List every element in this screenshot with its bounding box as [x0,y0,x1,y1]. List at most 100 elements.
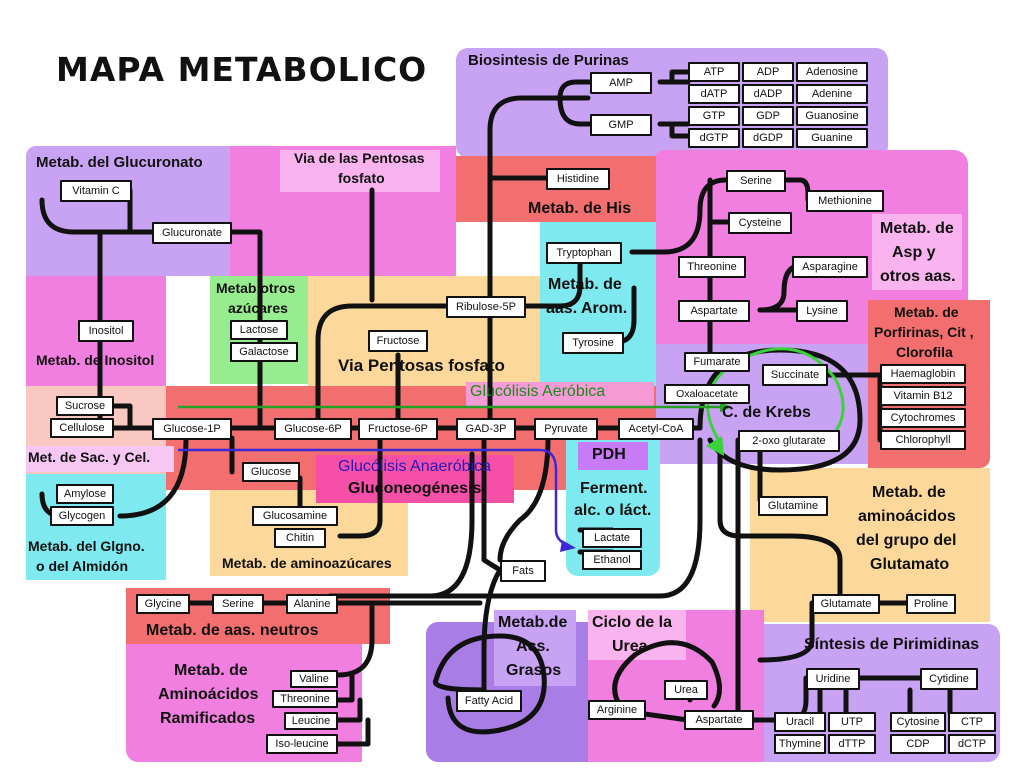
node-fructose-6p: Fructose-6P [358,418,438,440]
node-glucose: Glucose [242,462,300,482]
node-fatty-acid: Fatty Acid [456,690,522,712]
urea-label-1: Ciclo de la [592,614,673,631]
node-dadp: dADP [742,84,794,104]
node-lysine: Lysine [796,300,848,322]
node-dgtp: dGTP [688,128,740,148]
glutamato-label-2: aminoácidos [858,508,956,525]
node-atp: ATP [688,62,740,82]
page-title: MAPA METABOLICO [56,50,428,89]
node-fumarate: Fumarate [684,352,750,372]
acs-grasos-label-3: Grasos [506,662,562,679]
node-proline: Proline [906,594,956,614]
node-serine-bottom: Serine [212,594,264,614]
node-leucine: Leucine [284,712,338,730]
krebs-label: C. de Krebs [722,404,811,421]
node-ribulose: Ribulose-5P [446,296,526,318]
node-adp: ADP [742,62,794,82]
node-glycine: Glycine [136,594,190,614]
node-valine: Valine [290,670,338,688]
ramificados-label-3: Ramificados [160,710,256,727]
node-sucrose: Sucrose [56,396,114,416]
sac-cel-label: Met. de Sac. y Cel. [28,449,151,465]
urea-label-2: Urea [612,638,648,655]
node-asparagine: Asparagine [792,256,868,278]
asp-label-3: otros aas. [880,268,956,285]
node-fats: Fats [500,560,546,582]
purinas-label: Biosintesis de Purinas [468,52,629,69]
his-label: Metab. de His [528,200,632,217]
node-lactate: Lactate [582,528,642,548]
pirimidinas-label: Síntesis de Pirimidinas [804,636,980,653]
node-aspartate-top: Aspartate [678,300,750,322]
node-thymine: Thymine [774,734,826,754]
ramificados-label-1: Metab. de [174,662,248,679]
node-tryptophan: Tryptophan [546,242,622,264]
glucolisis-aerobica-highlight [466,382,654,406]
node-urea: Urea [664,680,708,700]
node-aspartate-bottom: Aspartate [684,710,754,730]
node-acetyl-coa: Acetyl-CoA [618,418,694,440]
node-guanosine: Guanosine [796,106,868,126]
node-gmp: GMP [590,114,652,136]
glucuronato-label: Metab. del Glucuronato [36,154,203,171]
node-cytochromes: Cytochromes [880,408,966,428]
node-glucose-6p: Glucose-6P [274,418,352,440]
node-gad-3p: GAD-3P [456,418,516,440]
porfirinas-label-2: Porfirinas, Cit , [874,324,974,340]
gluconeogenesis-highlight [316,455,514,503]
pentosas-top-label-1: Via de las Pentosas [294,150,425,166]
node-glucose-1p: Glucose-1P [152,418,232,440]
node-haemaglobin: Haemaglobin [880,364,966,384]
node-threonine-top: Threonine [678,256,746,278]
node-utp: UTP [828,712,876,732]
node-oxaloacetate: Oxaloacetate [664,384,750,404]
glucogeno-label-2: o del Almidón [36,558,129,574]
asp-highlight [872,214,962,290]
node-cellulose: Cellulose [50,418,114,438]
node-uracil: Uracil [774,712,826,732]
node-gdp: GDP [742,106,794,126]
node-dctp: dCTP [948,734,996,754]
node-ctp: CTP [948,712,996,732]
node-inositol: Inositol [78,320,134,342]
glutamato-label-3: del grupo del [856,532,957,549]
pdh-highlight [578,442,648,470]
node-amylose: Amylose [56,484,114,504]
node-glucuronate: Glucuronate [152,222,232,244]
node-uridine: Uridine [806,668,860,690]
node-galactose: Galactose [230,342,298,362]
node-cdp: CDP [890,734,946,754]
node-methionine: Methionine [806,190,884,212]
node-isoleucine: Iso-leucine [266,734,338,754]
glucolisis-aerobica-label: Glucólisis Aeróbica [470,383,606,400]
porfirinas-label-3: Clorofila [896,344,953,360]
porfirinas-label-1: Metab. de [894,304,959,320]
asp-label-2: Asp y [892,244,936,261]
via-pentosas-label: Via Pentosas fosfato [338,356,505,375]
node-glycogen: Glycogen [50,506,114,526]
glucogeno-label-1: Metab. del Glgno. [28,538,145,554]
node-gtp: GTP [688,106,740,126]
inositol-label: Metab. de Inositol [36,352,155,368]
pdh-label: PDH [592,446,626,463]
node-vitamin-b12: Vitamin B12 [880,386,966,406]
arom-label-1: Metab. de [548,276,622,293]
node-cysteine: Cysteine [728,212,792,234]
ferment-label-1: Ferment. [580,480,648,497]
node-oxoglutarate: 2-oxo glutarate [738,430,840,452]
node-lactose: Lactose [230,320,288,340]
node-alanine: Alanine [286,594,338,614]
ramificados-label-2: Aminoácidos [158,686,259,703]
otros-azucares-label-1: Metab otros [216,280,296,296]
via-pentosas-highlight [280,150,440,192]
gluconeogenesis-label: Gluconeogénesis [348,480,482,497]
node-cytidine: Cytidine [920,668,978,690]
node-pyruvate: Pyruvate [534,418,598,440]
sac-cel-highlight [26,446,174,472]
neutros-label: Metab. de aas. neutros [146,622,319,639]
node-guanine: Guanine [796,128,868,148]
node-cytosine: Cytosine [890,712,946,732]
node-adenine: Adenine [796,84,868,104]
glutamato-label-4: Glutamato [870,556,950,573]
